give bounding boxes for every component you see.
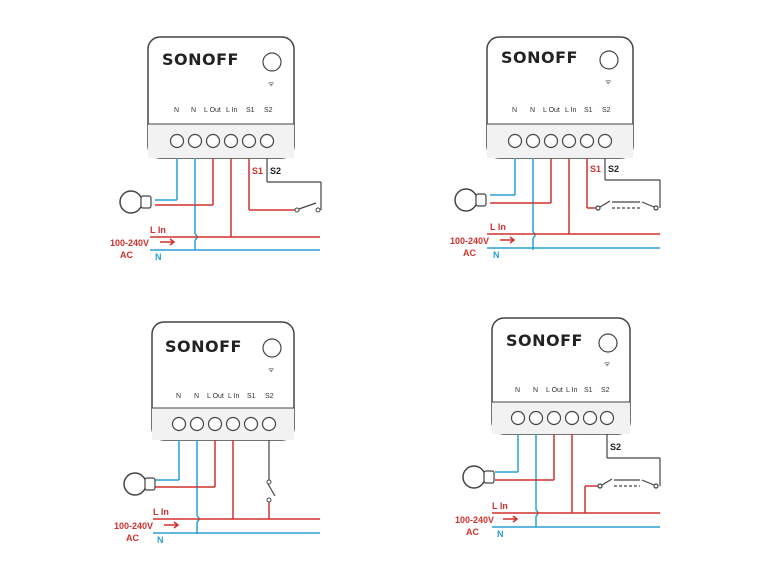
terminal-label-n2: N — [530, 107, 535, 114]
lamp-icon — [454, 188, 487, 212]
terminal-label-s1: S1 — [247, 393, 256, 400]
ac-label: AC — [120, 250, 133, 260]
live-in-label: L In — [153, 507, 169, 517]
terminal-label-n1: N — [515, 387, 520, 394]
button-icon — [262, 338, 282, 358]
terminal-label-lout: L Out — [207, 393, 224, 400]
wifi-led-icon: ᯤ — [605, 79, 612, 86]
brand-logo: SONOFF — [165, 337, 242, 356]
wifi-led-icon: ᯤ — [604, 361, 611, 368]
terminal-label-lin: L In — [566, 387, 578, 394]
button-icon — [598, 333, 618, 353]
terminal-label-n2: N — [533, 387, 538, 394]
neutral-label: N — [157, 535, 164, 545]
lamp-icon — [462, 465, 495, 489]
voltage-label: 100-240V — [110, 238, 149, 248]
terminal-label-s1: S1 — [584, 107, 593, 114]
terminal-label-n1: N — [174, 107, 179, 114]
terminal-label-lout: L Out — [204, 107, 221, 114]
diagram-top-left: SONOFF ᯤ N N L Out L In S1 S2 S1 S2 — [110, 36, 322, 262]
neutral-label: N — [493, 250, 500, 260]
terminal-label-s1: S1 — [246, 107, 255, 114]
diagram-bottom-right: SONOFF ᯤ N N L Out L In S1 S2 — [455, 317, 661, 539]
brand-logo: SONOFF — [501, 48, 578, 67]
switch-contact — [266, 479, 272, 485]
switch-lever — [267, 483, 276, 497]
arrow-icon — [503, 515, 519, 523]
button-icon — [599, 50, 619, 70]
terminal-label-n1: N — [512, 107, 517, 114]
arrow-icon — [160, 238, 176, 246]
arrow-icon — [164, 521, 180, 529]
terminal-label-lin: L In — [226, 107, 238, 114]
terminal-label-s2: S2 — [265, 393, 274, 400]
terminal-screws — [510, 410, 615, 426]
brand-logo: SONOFF — [506, 331, 583, 350]
neutral-label: N — [155, 252, 162, 262]
two-way-switch — [597, 478, 659, 489]
voltage-label: 100-240V — [450, 236, 489, 246]
s1-label: S1 — [590, 164, 601, 174]
wifi-led-icon: ᯤ — [268, 367, 275, 374]
button-icon — [262, 52, 282, 72]
s2-label: S2 — [610, 442, 621, 452]
switch-contact — [294, 207, 300, 213]
s2-label: S2 — [270, 166, 281, 176]
terminal-label-lin: L In — [228, 393, 240, 400]
live-in-label: L In — [492, 501, 508, 511]
terminal-label-s2: S2 — [601, 387, 610, 394]
terminal-label-n1: N — [176, 393, 181, 400]
neutral-label: N — [497, 529, 504, 539]
lamp-icon — [119, 190, 152, 214]
terminal-screws — [169, 133, 275, 149]
terminal-screws — [171, 416, 277, 432]
terminal-label-s2: S2 — [602, 107, 611, 114]
terminal-label-s2: S2 — [264, 107, 273, 114]
terminal-label-n2: N — [194, 393, 199, 400]
brand-logo: SONOFF — [162, 50, 239, 69]
lamp-icon — [123, 472, 156, 496]
terminal-label-lout: L Out — [543, 107, 560, 114]
terminal-label-s1: S1 — [584, 387, 593, 394]
terminal-label-n2: N — [191, 107, 196, 114]
terminal-label-lout: L Out — [546, 387, 563, 394]
voltage-label: 100-240V — [455, 515, 494, 525]
switch-lever — [298, 202, 317, 210]
s1-label: S1 — [252, 166, 263, 176]
voltage-label: 100-240V — [114, 521, 153, 531]
live-in-label: L In — [490, 222, 506, 232]
live-in-label: L In — [150, 225, 166, 235]
ac-label: AC — [126, 533, 139, 543]
diagram-top-right: SONOFF ᯤ N N L Out L In S1 S2 — [450, 36, 661, 260]
s2-label: S2 — [608, 164, 619, 174]
ac-label: AC — [463, 248, 476, 258]
terminal-screws — [507, 133, 613, 149]
diagram-bottom-left: SONOFF ᯤ N N L Out L In S1 S2 L In N — [114, 321, 320, 545]
terminal-label-lin: L In — [565, 107, 577, 114]
wifi-led-icon: ᯤ — [268, 81, 275, 88]
two-way-switch — [595, 200, 659, 211]
ac-label: AC — [466, 527, 479, 537]
arrow-icon — [500, 236, 516, 244]
